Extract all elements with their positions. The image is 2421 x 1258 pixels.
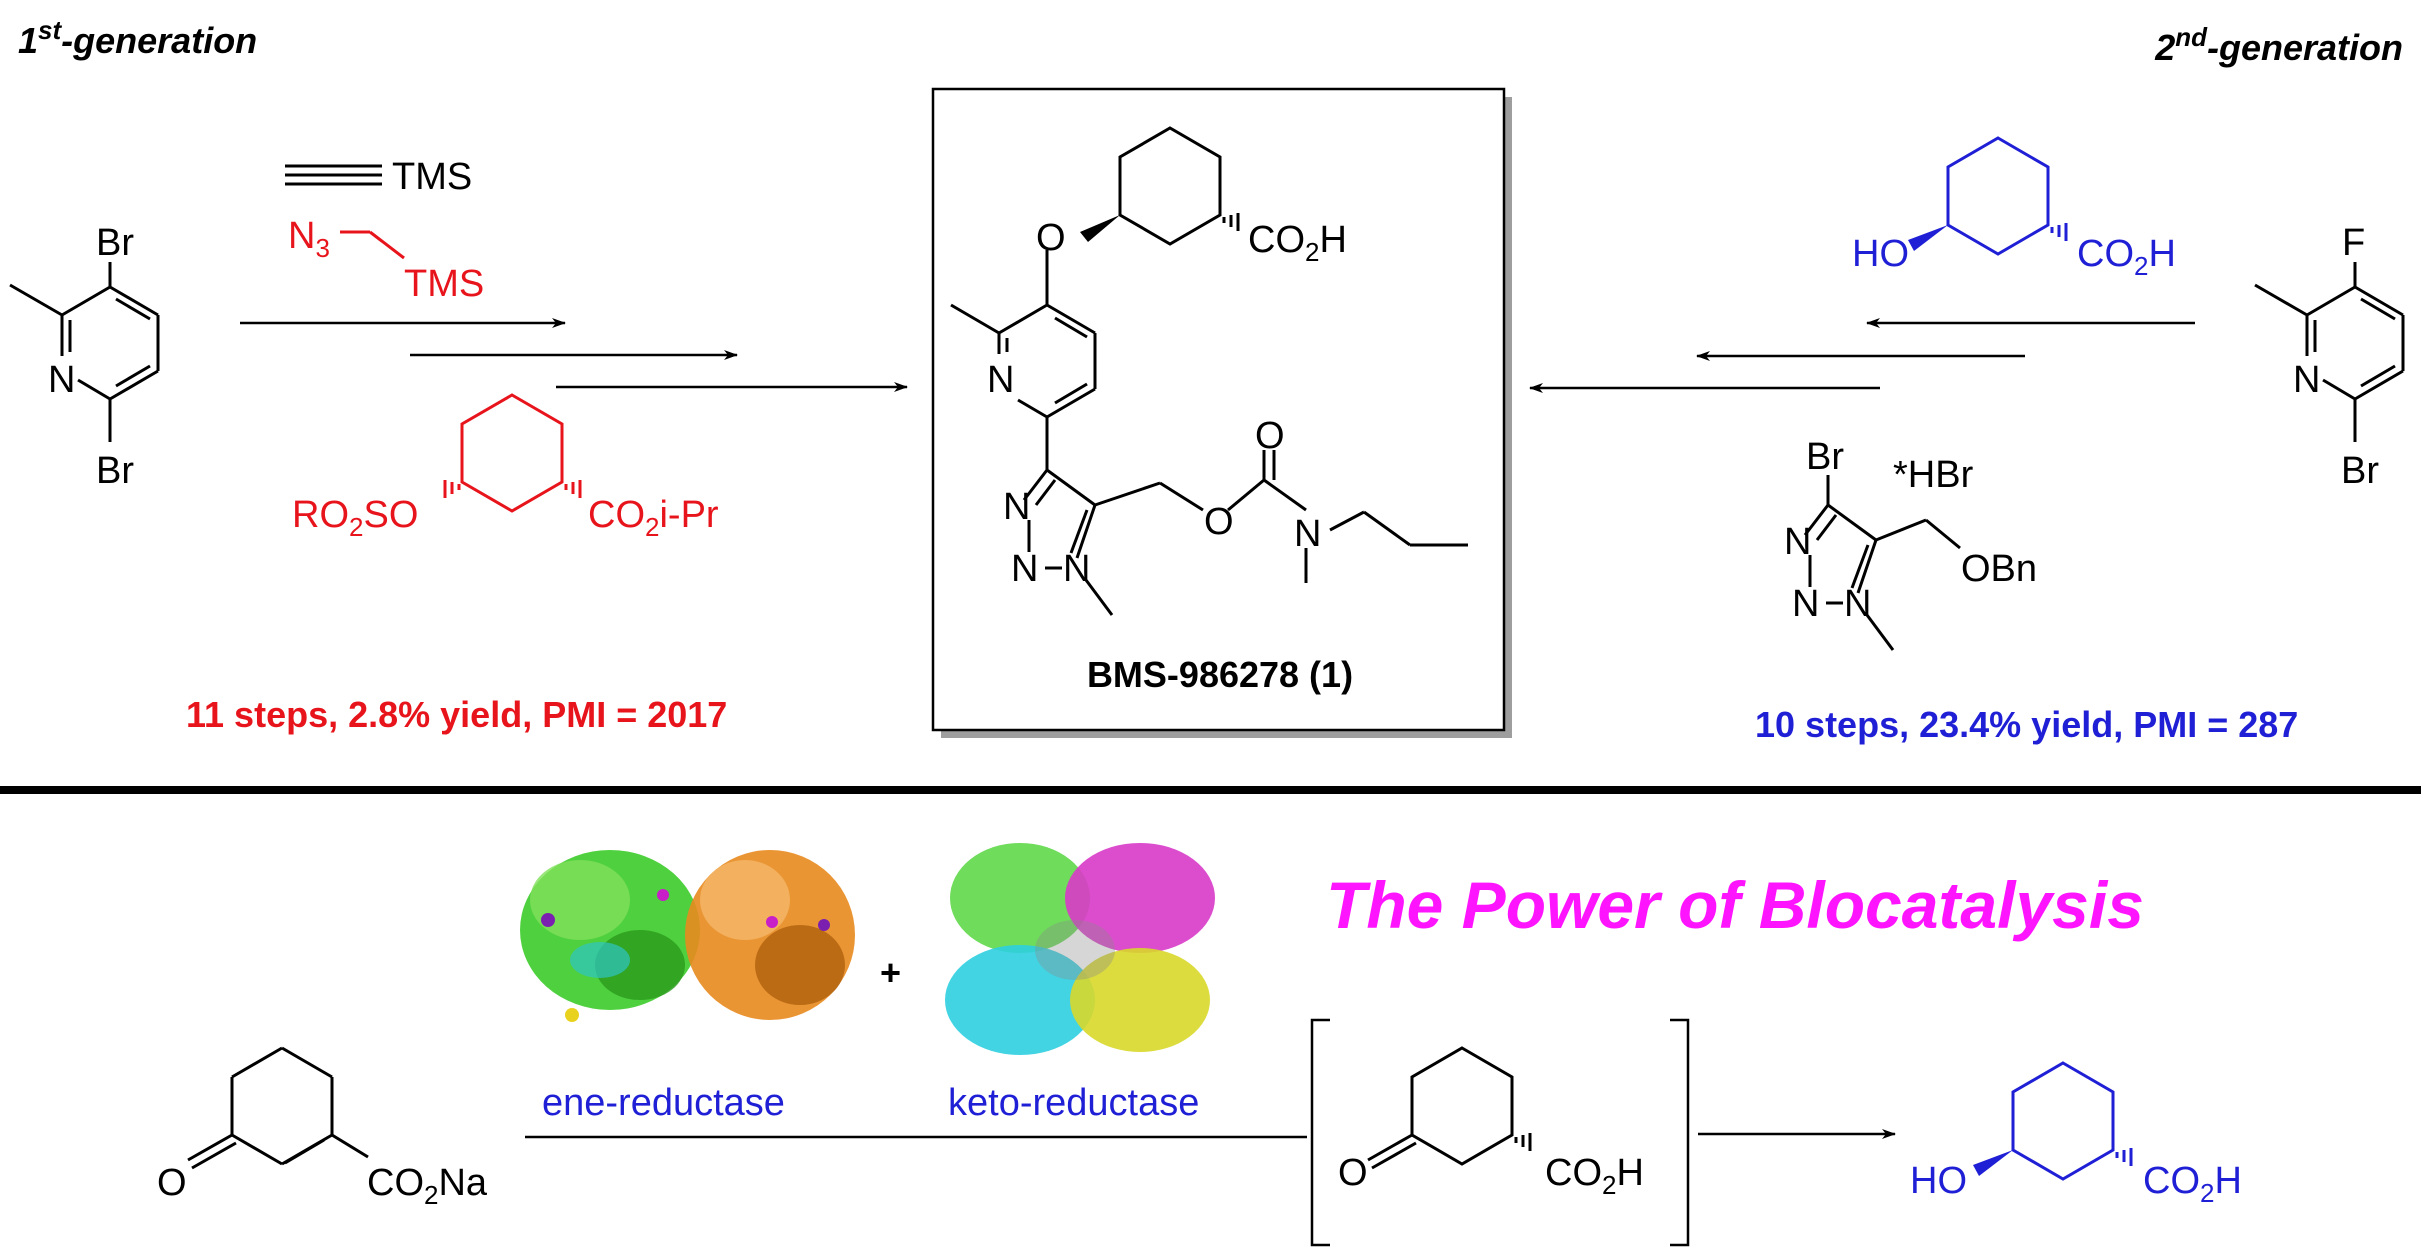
tms-alkyne-label: TMS: [392, 156, 472, 198]
hydroxy-acid-co2h: CO2H: [2077, 233, 2176, 281]
dibromopyridine-n: N: [48, 359, 75, 401]
ester-label: CO2i-Pr: [588, 494, 719, 542]
sulfonate-so: SO: [363, 494, 418, 536]
bromotriazole-n2: N: [1792, 583, 1819, 625]
ester-co: CO: [588, 494, 645, 536]
final-hydroxy-acid-co2h: CO2H: [2143, 1160, 2242, 1208]
ene-reductase-protein-image: [520, 850, 855, 1022]
ester-ipr: i-Pr: [659, 494, 718, 536]
fluoropyridine-br: Br: [2341, 450, 2379, 492]
fluoropyridine-n: N: [2293, 359, 2320, 401]
hydroxy-acid-wedge: [1908, 225, 1948, 251]
hydroxy-acid-ring: [1946, 136, 2050, 256]
sulfonate-subscript: 2: [349, 512, 363, 542]
azide-tms: TMS: [404, 263, 484, 305]
dibromopyridine-structure: [9, 262, 160, 442]
fluoropyridine-structure: [2254, 262, 2405, 442]
sulfonate-ro: RO: [292, 494, 349, 536]
product-hash-bond: [1222, 213, 1240, 231]
product-n-carbamate: N: [1294, 513, 1321, 555]
ketoacid-hash-bond: [1514, 1133, 1532, 1151]
ketoacid-co2h: CO2H: [1545, 1152, 1644, 1200]
second-generation-heading: 2nd-generation: [2154, 22, 2403, 68]
enone-na: Na: [438, 1162, 487, 1204]
second-gen-superscript: nd: [2175, 22, 2208, 52]
product-o-carbamate: O: [1204, 501, 1234, 543]
product-co2h-h: H: [1319, 219, 1346, 261]
bromotriazole-n1: N: [1784, 521, 1811, 563]
final-hydroxy-acid-hash: [2115, 1148, 2133, 1166]
hydroxy-acid-ho: HO: [1852, 233, 1909, 275]
tms-alkyne-structure: [285, 164, 382, 186]
second-gen-text: -generation: [2207, 27, 2403, 68]
keto-reductase-protein-image: [945, 843, 1215, 1055]
azide-n: N: [288, 215, 315, 257]
second-gen-summary: 10 steps, 23.4% yield, PMI = 287: [1755, 704, 2298, 745]
final-hydroxy-acid-ring: [2011, 1061, 2115, 1181]
first-generation-heading: 1st-generation: [18, 15, 257, 61]
product-wedge-bond: [1080, 215, 1120, 242]
sulfonate-cyclohexane-ring: [460, 393, 564, 513]
product-co2h-subscript: 2: [1305, 237, 1319, 267]
fluoropyridine-f: F: [2342, 222, 2365, 264]
ketoacid-structure: [1367, 1046, 1514, 1170]
product-n-pyridine: N: [987, 359, 1014, 401]
dibromopyridine-br-top: Br: [96, 222, 134, 264]
bromotriazole-structure: [1803, 475, 1961, 651]
final-hydroxy-acid-subscript: 2: [2200, 1178, 2214, 1208]
enone-co: CO: [367, 1162, 424, 1204]
hydroxy-acid-h: H: [2148, 233, 2175, 275]
intermediate-left-bracket: [1310, 1018, 1330, 1247]
ketoacid-co: CO: [1545, 1152, 1602, 1194]
final-hydroxy-acid-h: H: [2214, 1160, 2241, 1202]
first-gen-summary: 11 steps, 2.8% yield, PMI = 2017: [186, 694, 727, 735]
product-n-triazole-3: N: [1063, 548, 1090, 590]
ester-hash-bond: [564, 480, 582, 498]
hydroxy-acid-hash: [2050, 223, 2068, 241]
first-gen-number: 1: [18, 20, 38, 61]
final-hydroxy-acid-ho: HO: [1910, 1160, 1967, 1202]
sulfonate-label: RO2SO: [292, 494, 418, 542]
biocatalysis-title: The Power of Blocatalysis: [1326, 868, 2144, 942]
bromotriazole-n3: N: [1844, 583, 1871, 625]
first-gen-superscript: st: [38, 15, 62, 45]
product-structure: [950, 126, 1468, 616]
first-gen-text: -generation: [61, 20, 257, 61]
sulfonate-hash-bond: [443, 480, 461, 498]
ketoacid-o: O: [1338, 1152, 1368, 1194]
final-hydroxy-acid-co: CO: [2143, 1160, 2200, 1202]
enone-structure: [187, 1046, 369, 1170]
enzyme-label-2: keto-reductase: [948, 1082, 1199, 1124]
product-co2h-label: CO2H: [1248, 219, 1347, 267]
hbr-salt-label: *HBr: [1893, 454, 1974, 496]
enone-subscript: 2: [424, 1180, 438, 1210]
enone-o: O: [157, 1162, 187, 1204]
product-n-triazole-1: N: [1003, 486, 1030, 528]
ketoacid-subscript: 2: [1602, 1170, 1616, 1200]
ester-subscript: 2: [645, 512, 659, 542]
product-n-triazole-2: N: [1011, 548, 1038, 590]
hydroxy-acid-subscript: 2: [2134, 251, 2148, 281]
product-o-ether: O: [1036, 217, 1066, 259]
final-hydroxy-acid-wedge: [1973, 1150, 2013, 1176]
bromotriazole-obn: OBn: [1961, 548, 2037, 590]
enzyme-label-1: ene-reductase: [542, 1082, 785, 1124]
enone-co2na: CO2Na: [367, 1162, 488, 1210]
azide-subscript: 3: [315, 233, 329, 263]
plus-sign: +: [880, 952, 901, 993]
intermediate-right-bracket: [1670, 1018, 1690, 1247]
hydroxy-acid-co: CO: [2077, 233, 2134, 275]
second-gen-number: 2: [2154, 27, 2175, 68]
dibromopyridine-br-bottom: Br: [96, 450, 134, 492]
azide-chain: [340, 230, 405, 260]
product-o-carbonyl: O: [1255, 415, 1285, 457]
product-label: BMS-986278 (1): [1087, 654, 1353, 695]
ketoacid-h: H: [1616, 1152, 1643, 1194]
bromotriazole-br: Br: [1806, 436, 1844, 478]
azide-label: N3: [288, 215, 330, 263]
section-divider: [0, 786, 2421, 794]
product-co2h-co: CO: [1248, 219, 1305, 261]
